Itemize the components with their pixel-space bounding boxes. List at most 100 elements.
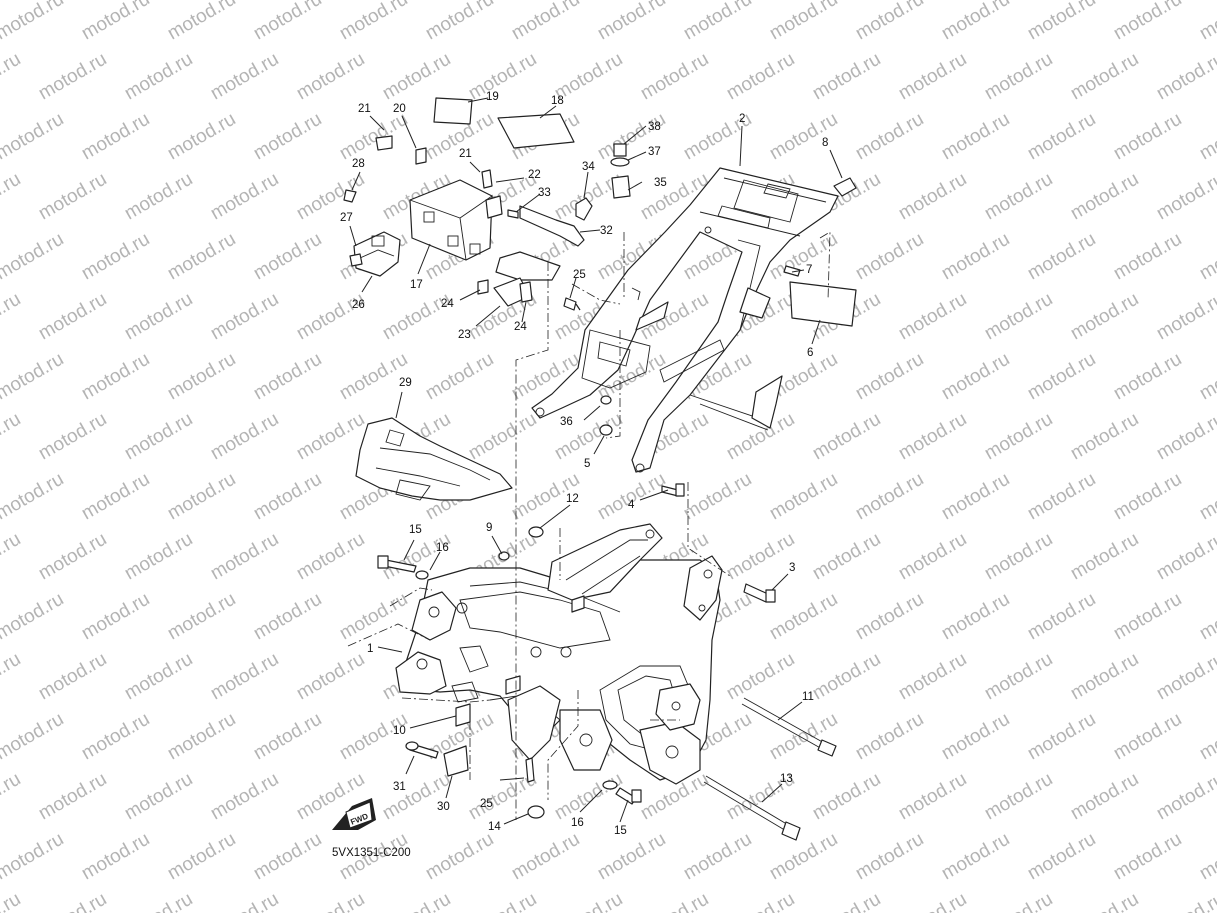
watermark-text: motod.ru (1153, 769, 1217, 825)
callout-36: 36 (560, 416, 573, 428)
watermark-text: motod.ru (0, 889, 24, 913)
rubber-damper (610, 143, 857, 199)
watermark-text: motod.ru (1110, 709, 1185, 765)
watermark-text: motod.ru (0, 709, 67, 765)
watermark-text: motod.ru (35, 649, 110, 705)
watermark-text: motod.ru (723, 49, 798, 105)
watermark-text: motod.ru (0, 349, 67, 405)
watermark-text: motod.ru (1110, 109, 1185, 165)
watermark-text: motod.ru (981, 889, 1056, 913)
watermark-text: motod.ru (121, 529, 196, 585)
watermark-text: motod.ru (379, 889, 454, 913)
watermark-text: motod.ru (0, 829, 67, 885)
watermark-text: motod.ru (164, 469, 239, 525)
watermark-text: motod.ru (121, 769, 196, 825)
watermark-text: motod.ru (723, 889, 798, 913)
watermark-text: motod.ru (121, 289, 196, 345)
watermark-text: motod.ru (293, 649, 368, 705)
callout-9: 9 (486, 522, 492, 534)
watermark-text: motod.ru (121, 169, 196, 225)
watermark-text: motod.ru (0, 49, 24, 105)
watermark-text: motod.ru (766, 589, 841, 645)
watermark-text: motod.ru (1024, 709, 1099, 765)
assembly-guides (347, 231, 831, 820)
watermark-text: motod.ru (1024, 829, 1099, 885)
callout-24b: 24 (514, 321, 527, 333)
watermark-text: motod.ru (1067, 169, 1142, 225)
watermark-text: motod.ru (1024, 469, 1099, 525)
watermark-text: motod.ru (680, 469, 755, 525)
watermark-text: motod.ru (680, 829, 755, 885)
callout-32: 32 (600, 225, 613, 237)
watermark-text: motod.ru (981, 169, 1056, 225)
watermark-text: motod.ru (250, 349, 325, 405)
watermark-text: motod.ru (0, 109, 67, 165)
callout-31: 31 (393, 781, 406, 793)
callout-17: 17 (410, 279, 423, 291)
watermark-text: motod.ru (895, 649, 970, 705)
watermark-text: motod.ru (895, 169, 970, 225)
watermark-text: motod.ru (1196, 349, 1217, 405)
watermark-text: motod.ru (938, 709, 1013, 765)
watermark-text: motod.ru (809, 769, 884, 825)
watermark-text: motod.ru (121, 889, 196, 913)
watermark-text: motod.ru (766, 469, 841, 525)
watermark-text: motod.ru (1196, 829, 1217, 885)
watermark-text: motod.ru (78, 109, 153, 165)
watermark-text: motod.ru (422, 829, 497, 885)
watermark-text: motod.ru (938, 469, 1013, 525)
callout-16a: 16 (436, 542, 449, 554)
watermark-text: motod.ru (852, 829, 927, 885)
watermark-text: motod.ru (508, 0, 583, 44)
watermark-text: motod.ru (895, 409, 970, 465)
callout-14: 14 (488, 821, 501, 833)
watermark-text: motod.ru (1196, 109, 1217, 165)
callout-18: 18 (551, 95, 564, 107)
watermark-text: motod.ru (78, 589, 153, 645)
watermark-text: motod.ru (1110, 829, 1185, 885)
watermark-text: motod.ru (250, 109, 325, 165)
callout-1: 1 (367, 643, 373, 655)
watermark-text: motod.ru (0, 589, 67, 645)
watermark-text: motod.ru (766, 0, 841, 44)
watermark-text: motod.ru (0, 0, 67, 44)
engine-guard (355, 417, 513, 501)
callout-12: 12 (566, 493, 579, 505)
watermark-text: motod.ru (723, 529, 798, 585)
watermark-text: motod.ru (723, 649, 798, 705)
watermark-text: motod.ru (852, 109, 927, 165)
watermark-text: motod.ru (164, 829, 239, 885)
watermark-text: motod.ru (35, 769, 110, 825)
watermark-text: motod.ru (852, 469, 927, 525)
watermark-text: motod.ru (250, 829, 325, 885)
watermark-text: motod.ru (0, 649, 24, 705)
watermark-text: motod.ru (766, 829, 841, 885)
watermark-text: motod.ru (1153, 409, 1217, 465)
watermark-text: motod.ru (852, 709, 927, 765)
watermark-text: motod.ru (551, 769, 626, 825)
watermark-text: motod.ru (207, 529, 282, 585)
callout-23: 23 (458, 329, 471, 341)
watermark-text: motod.ru (637, 49, 712, 105)
watermark-text: motod.ru (1024, 589, 1099, 645)
watermark-text: motod.ru (78, 0, 153, 44)
watermark-text: motod.ru (852, 589, 927, 645)
callout-37: 37 (648, 146, 661, 158)
watermark-text: motod.ru (1110, 589, 1185, 645)
watermark-text: motod.ru (207, 889, 282, 913)
callout-21a: 21 (358, 103, 371, 115)
watermark-text: motod.ru (207, 649, 282, 705)
watermark-text: motod.ru (1024, 229, 1099, 285)
watermark-text: motod.ru (465, 49, 540, 105)
watermark-text: motod.ru (852, 349, 927, 405)
watermark-text: motod.ru (809, 649, 884, 705)
watermark-text: motod.ru (1153, 49, 1217, 105)
watermark-text: motod.ru (336, 0, 411, 44)
callout-25b: 25 (480, 798, 493, 810)
callout-16b: 16 (571, 817, 584, 829)
watermark-text: motod.ru (895, 889, 970, 913)
watermark-text: motod.ru (1196, 589, 1217, 645)
callout-30: 30 (437, 801, 450, 813)
watermark-text: motod.ru (78, 709, 153, 765)
